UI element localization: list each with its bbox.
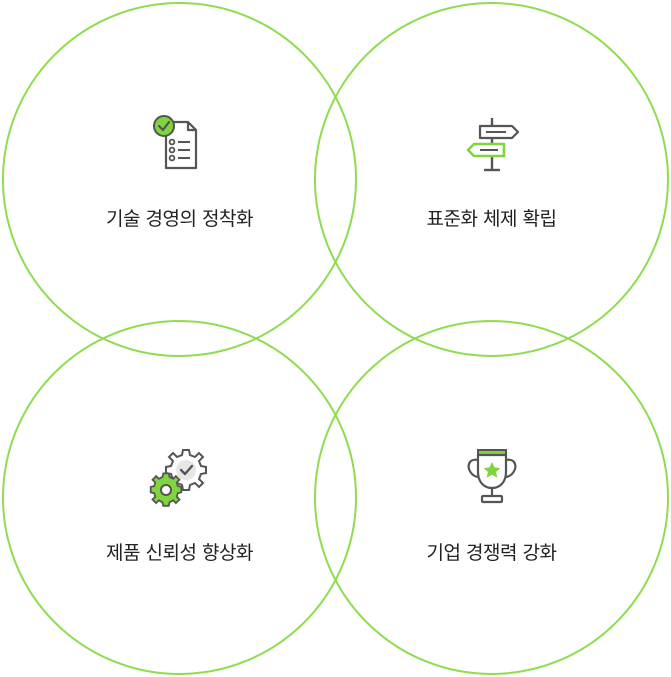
item-tech-management: 기술 경영의 정착화: [2, 112, 357, 231]
item-standardization: 표준화 체제 확립: [314, 112, 669, 231]
circle-bottom-right: [314, 320, 669, 675]
item-label: 표준화 체제 확립: [426, 208, 557, 230]
item-label: 기술 경영의 정착화: [106, 208, 253, 230]
checklist-icon: [152, 115, 197, 170]
item-label: 기업 경쟁력 강화: [426, 542, 557, 564]
trophy-icon: [467, 449, 516, 504]
gears-check-icon: [149, 449, 207, 507]
signpost-icon: [466, 118, 519, 172]
item-competitiveness: 기업 경쟁력 강화: [314, 446, 669, 565]
item-label: 제품 신뢰성 향상화: [106, 542, 253, 564]
item-product-reliability: 제품 신뢰성 향상화: [2, 446, 357, 565]
